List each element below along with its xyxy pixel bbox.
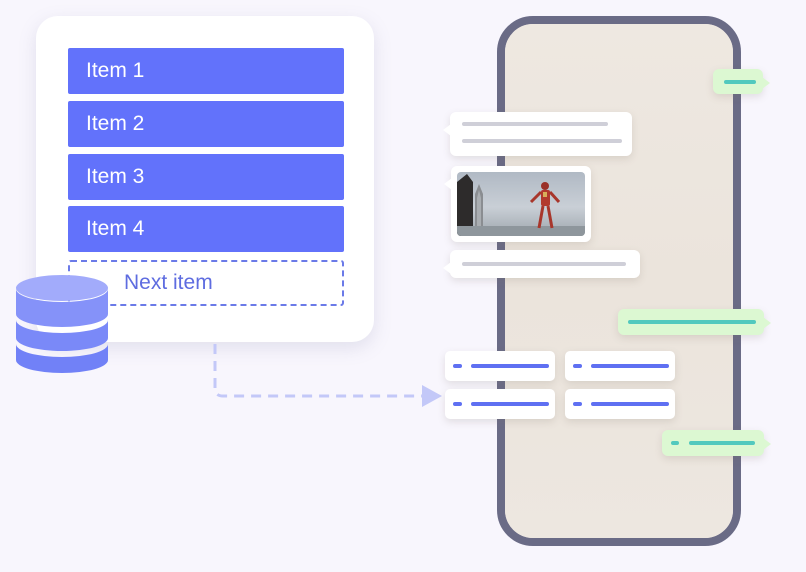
outgoing-message-1 [713,69,770,94]
button-bullet [453,402,462,406]
incoming-message-1 [443,112,632,156]
button-bullet [453,364,462,368]
quick-reply-button[interactable] [565,389,675,419]
next-item-placeholder: Next item [68,260,344,306]
button-label-placeholder [471,402,549,406]
button-label-placeholder [471,364,549,368]
button-label-placeholder [591,364,669,368]
button-bullet [573,402,582,406]
incoming-message-2 [443,250,640,278]
message-text-placeholder [462,122,608,126]
phone-frame [497,16,741,546]
message-text-placeholder [689,441,755,445]
button-bullet [573,364,582,368]
message-text-placeholder [462,139,622,143]
list-item-3[interactable]: Item 3 [68,154,344,200]
chat-screen [505,24,733,538]
list-card: Item 1 Item 2 Item 3 Item 4 Next item [36,16,374,342]
quick-reply-button[interactable] [565,351,675,381]
quick-reply-button[interactable] [445,389,555,419]
message-text-placeholder [462,262,626,266]
message-text-placeholder [671,441,679,445]
outgoing-message-3 [662,430,771,456]
image-icon [457,174,585,236]
list-item-1[interactable]: Item 1 [68,48,344,94]
media-thumbnail[interactable] [457,172,585,236]
message-text-placeholder [628,320,756,324]
incoming-media-message[interactable] [444,166,591,242]
database-icon [16,275,108,373]
message-text-placeholder [724,80,756,84]
quick-reply-button[interactable] [445,351,555,381]
list-item-4[interactable]: Item 4 [68,206,344,252]
button-label-placeholder [591,402,669,406]
list-item-2[interactable]: Item 2 [68,101,344,147]
dashed-arrow-icon [213,344,442,407]
outgoing-message-2 [618,309,771,335]
